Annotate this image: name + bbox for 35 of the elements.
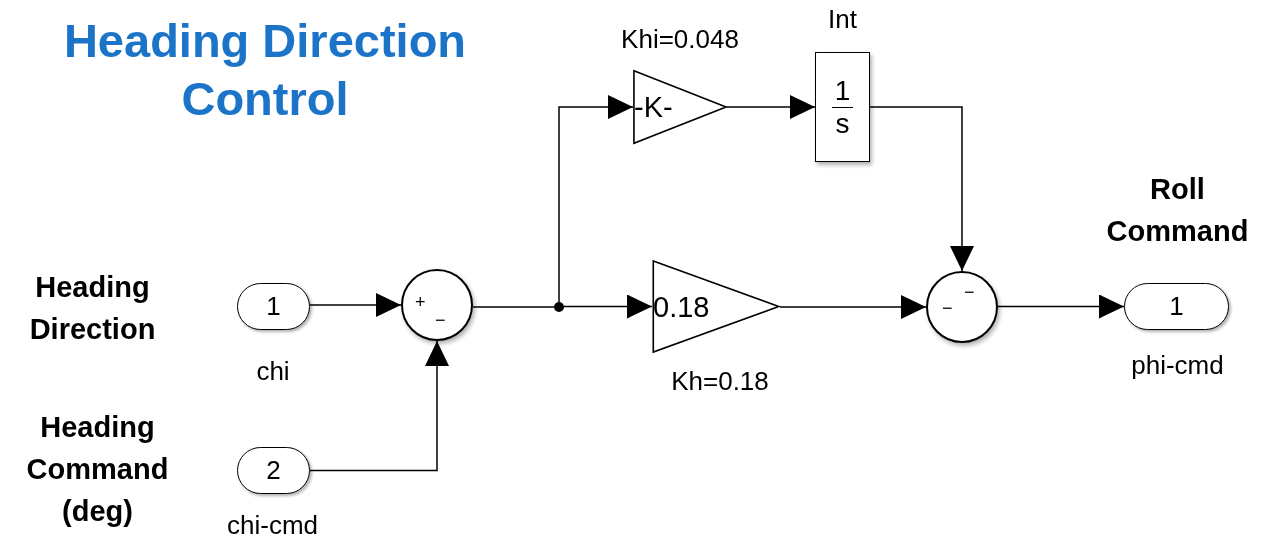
sign-symbol: − — [964, 283, 975, 301]
numerator: 1 — [831, 74, 854, 108]
port-number: 1 — [1169, 290, 1184, 323]
denominator: s — [834, 107, 851, 140]
port-pill — [237, 283, 310, 330]
block-caption: chi — [255, 356, 291, 386]
signal-arrow — [726, 95, 816, 119]
signal-arrow — [563, 294, 653, 319]
gain-value: -K- — [633, 91, 673, 123]
signal-arrow — [309, 293, 402, 317]
signal-arrow — [779, 295, 927, 319]
port-pill — [1124, 283, 1229, 330]
gain-triangle — [633, 70, 727, 144]
signal-arrow — [309, 340, 449, 472]
signal-label: Heading Direction — [28, 270, 157, 347]
block-caption: phi-cmd — [1130, 350, 1225, 380]
gain-value: 0.18 — [652, 290, 710, 323]
sign-symbol: − — [435, 311, 446, 329]
block-caption: Int — [827, 4, 858, 34]
port-number: 1 — [266, 290, 281, 323]
port-pill — [237, 447, 310, 494]
diagram-title: Heading Direction Control — [62, 13, 468, 127]
block-caption: Khi=0.048 — [620, 24, 740, 54]
sign-symbol: + — [415, 293, 426, 311]
sign-symbol: − — [942, 299, 953, 317]
signal-label: Roll Command — [1105, 172, 1250, 249]
signal-arrow — [869, 106, 974, 272]
signal-arrow — [997, 294, 1125, 319]
block-caption: chi-cmd — [226, 510, 319, 540]
block-caption: Kh=0.18 — [670, 366, 770, 396]
port-number: 2 — [266, 454, 281, 487]
integrator-block — [815, 52, 870, 162]
signal-arrow — [558, 95, 634, 303]
gain-triangle — [652, 260, 780, 353]
signal-label: Heading Command (deg) — [25, 410, 170, 529]
